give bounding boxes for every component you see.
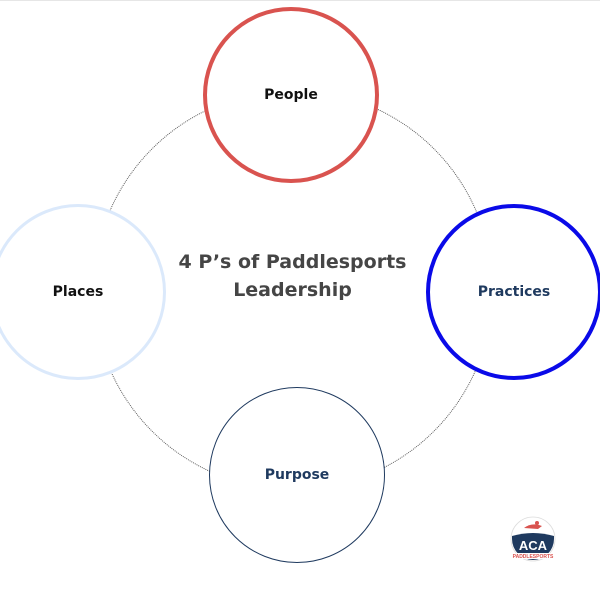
node-label: Places bbox=[52, 284, 104, 300]
node-people: People bbox=[203, 7, 379, 183]
node-label: Purpose bbox=[264, 467, 330, 483]
diagram-title: 4 P’s of Paddlesports Leadership bbox=[178, 251, 407, 301]
node-label: People bbox=[264, 87, 318, 103]
svg-text:PADDLESPORTS: PADDLESPORTS bbox=[513, 554, 554, 560]
svg-text:ACA: ACA bbox=[519, 538, 548, 553]
node-label: Practices bbox=[477, 284, 551, 300]
node-places: Places bbox=[0, 204, 166, 380]
node-practices: Practices bbox=[426, 204, 600, 380]
top-divider bbox=[0, 0, 600, 1]
aca-logo: ACA PADDLESPORTS bbox=[510, 516, 556, 562]
node-purpose: Purpose bbox=[209, 387, 385, 563]
